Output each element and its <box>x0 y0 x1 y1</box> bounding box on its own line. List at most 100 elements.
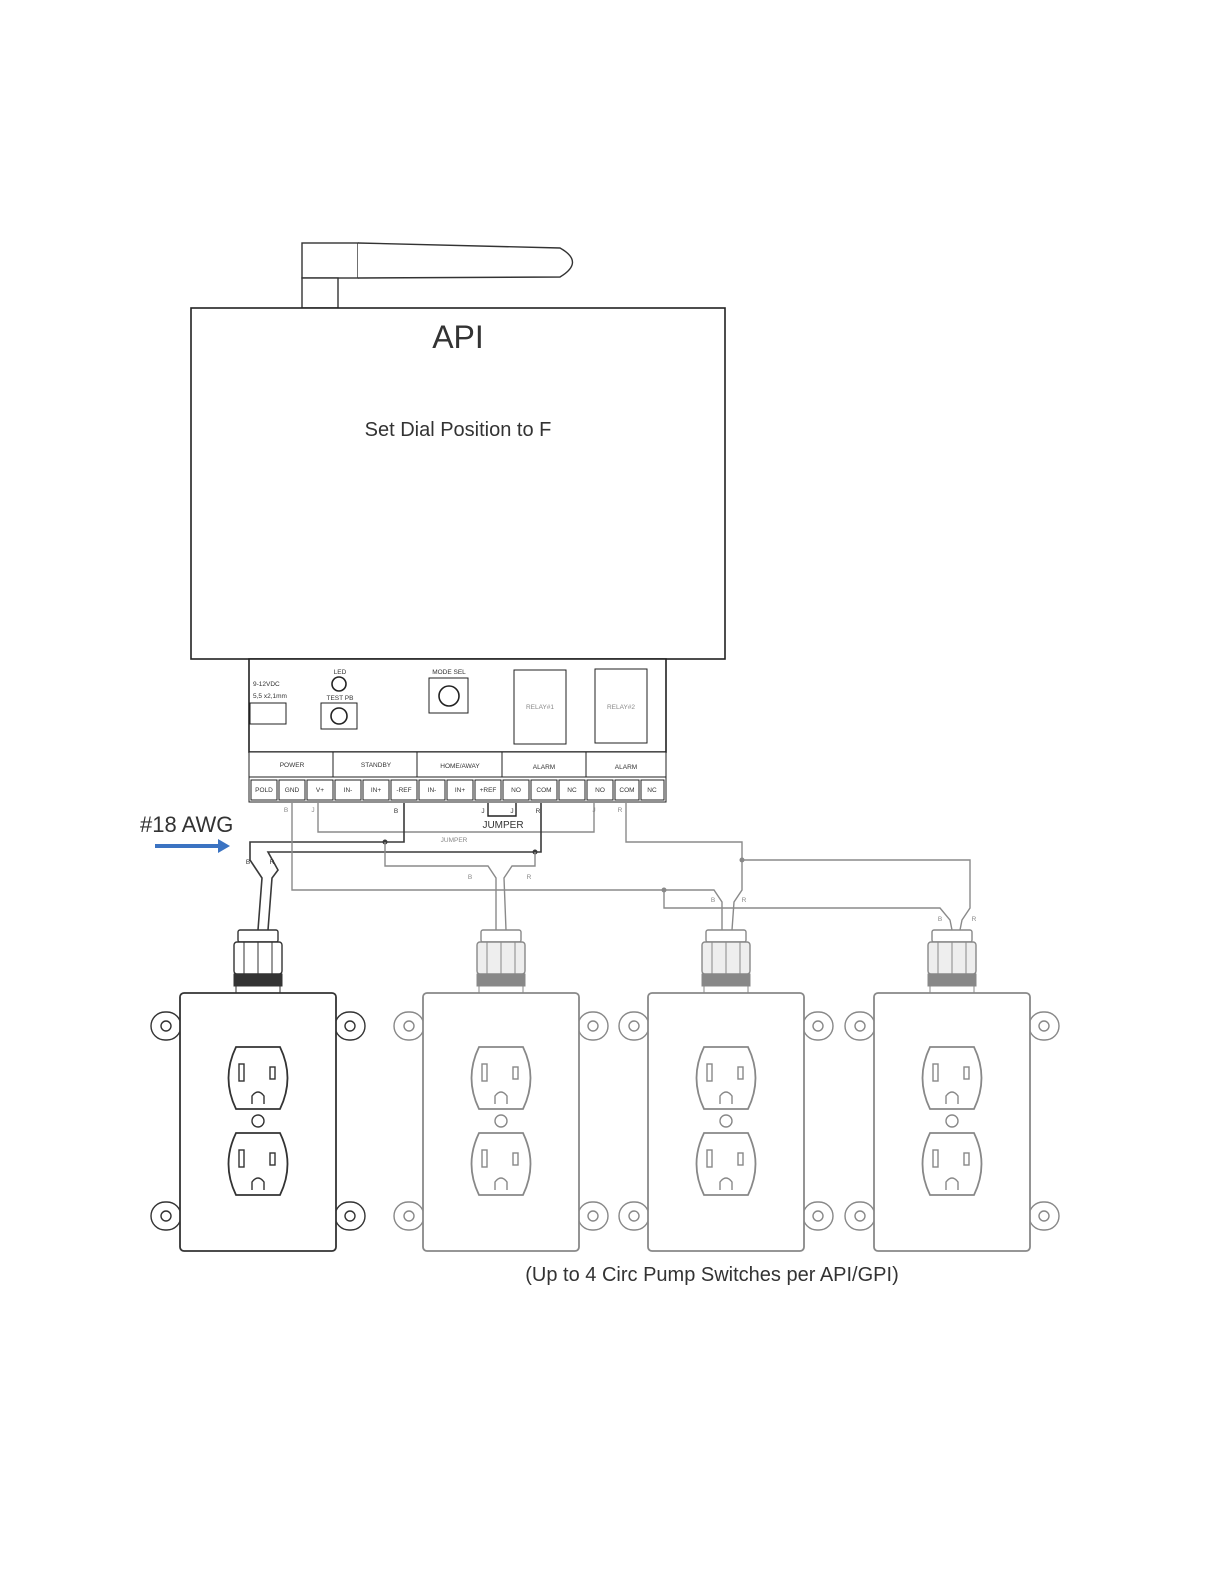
test-pb-label: TEST PB <box>327 695 354 702</box>
mounting-ear-icon <box>151 1202 181 1230</box>
mode-sel-label: MODE SEL <box>432 669 466 676</box>
outlet-switch <box>151 930 365 1251</box>
wire-letter: B <box>468 874 472 881</box>
receptacle-icon <box>229 1047 288 1109</box>
wire-letter: B <box>246 859 250 866</box>
group-label-alarm-2: ALARM <box>615 764 637 771</box>
wire-letter: R <box>527 874 532 881</box>
wire-letter: B <box>284 807 288 814</box>
mounting-ear-icon <box>578 1202 608 1230</box>
wire-letter: R <box>742 897 747 904</box>
faceplate-screw-icon <box>252 1115 264 1127</box>
group-label-power: POWER <box>280 762 305 769</box>
wiring-lines <box>250 803 970 930</box>
cable-gland-icon <box>928 930 976 993</box>
jumper-label: JUMPER <box>482 820 523 831</box>
terminal-label: IN- <box>428 787 437 794</box>
terminal-label: NC <box>567 787 577 794</box>
mounting-ear-icon <box>394 1202 424 1230</box>
awg-label: #18 AWG <box>140 812 233 837</box>
led-icon <box>332 677 346 691</box>
mounting-ear-icon <box>803 1012 833 1040</box>
terminal-label: +REF <box>480 787 497 794</box>
terminal-label: NO <box>595 787 605 794</box>
receptacle-icon <box>472 1133 531 1195</box>
receptacle-icon <box>923 1047 982 1109</box>
outlets-caption: (Up to 4 Circ Pump Switches per API/GPI) <box>525 1264 898 1286</box>
mounting-ear-icon <box>151 1012 181 1040</box>
mounting-ear-icon <box>394 1012 424 1040</box>
wire-letter: B <box>394 808 398 815</box>
power-spec-label: 9-12VDC <box>253 681 280 688</box>
outlet-switch <box>619 930 833 1251</box>
terminal-label: -REF <box>396 787 411 794</box>
antenna-icon <box>302 243 573 308</box>
mounting-ear-icon <box>619 1202 649 1230</box>
test-button-icon <box>331 708 347 724</box>
mounting-ear-icon <box>335 1202 365 1230</box>
mounting-ear-icon <box>845 1202 875 1230</box>
receptacle-icon <box>697 1133 756 1195</box>
mounting-ear-icon <box>335 1012 365 1040</box>
jack-spec-label: 5,5 x2,1mm <box>253 693 287 700</box>
terminal-group-row: POWER STANDBY HOME/AWAY ALARM ALARM <box>249 752 666 777</box>
terminal-label: GND <box>285 787 300 794</box>
outlets-row <box>151 930 1059 1251</box>
group-label-standby: STANDBY <box>361 762 392 769</box>
terminal-wire-letters: B J B J J R J R <box>284 807 623 815</box>
terminal-label: COM <box>619 787 634 794</box>
relay-2-label: RELAY#2 <box>607 704 635 711</box>
terminal-label: POLD <box>255 787 273 794</box>
power-jack <box>250 703 286 724</box>
wire-letter: B <box>711 897 715 904</box>
receptacle-icon <box>472 1047 531 1109</box>
outlet-switch <box>845 930 1059 1251</box>
receptacle-icon <box>229 1133 288 1195</box>
wire-letter: R <box>536 808 541 815</box>
dial-instruction: Set Dial Position to F <box>365 419 552 441</box>
cable-gland-icon <box>477 930 525 993</box>
led-label: LED <box>334 669 347 676</box>
wire-letter: R <box>270 859 275 866</box>
outlet-switch <box>394 930 608 1251</box>
receptacle-icon <box>923 1133 982 1195</box>
cable-gland-icon <box>702 930 750 993</box>
api-unit: API Set Dial Position to F <box>191 308 725 659</box>
api-title: API <box>432 319 484 355</box>
terminal-label: NC <box>647 787 657 794</box>
wire-letter: J <box>311 807 314 814</box>
wire-letter: J <box>510 808 513 815</box>
terminal-label: IN+ <box>371 787 382 794</box>
faceplate-screw-icon <box>495 1115 507 1127</box>
mounting-ear-icon <box>803 1202 833 1230</box>
mounting-ear-icon <box>845 1012 875 1040</box>
faceplate-screw-icon <box>946 1115 958 1127</box>
jumper-label-secondary: JUMPER <box>441 837 468 844</box>
group-label-alarm-1: ALARM <box>533 764 555 771</box>
controller-panel: 9-12VDC 5,5 x2,1mm LED TEST PB MODE SEL … <box>249 659 666 802</box>
terminal-label: V+ <box>316 787 324 794</box>
dial-icon <box>439 686 459 706</box>
terminal-row: POLD GND V+ IN- IN+ -REF IN- IN+ +REF NO… <box>249 777 666 802</box>
wire-letter: R <box>972 916 977 923</box>
terminal-label: COM <box>536 787 551 794</box>
wire-letter: J <box>481 808 484 815</box>
terminal-label: IN- <box>344 787 353 794</box>
group-label-home-away: HOME/AWAY <box>440 763 480 770</box>
jumper-wires: JUMPER JUMPER <box>318 803 594 844</box>
mounting-ear-icon <box>619 1012 649 1040</box>
mounting-ear-icon <box>578 1012 608 1040</box>
relay-1-label: RELAY#1 <box>526 704 554 711</box>
terminal-label: NO <box>511 787 521 794</box>
arrow-right-icon <box>155 839 230 853</box>
faceplate-screw-icon <box>720 1115 732 1127</box>
gland-wire-letters: B R B R B R B R <box>246 859 977 923</box>
cable-gland-icon <box>234 930 282 993</box>
mounting-ear-icon <box>1029 1012 1059 1040</box>
wire-letter: R <box>618 807 623 814</box>
terminal-label: IN+ <box>455 787 466 794</box>
mounting-ear-icon <box>1029 1202 1059 1230</box>
wire-letter: B <box>938 916 942 923</box>
receptacle-icon <box>697 1047 756 1109</box>
